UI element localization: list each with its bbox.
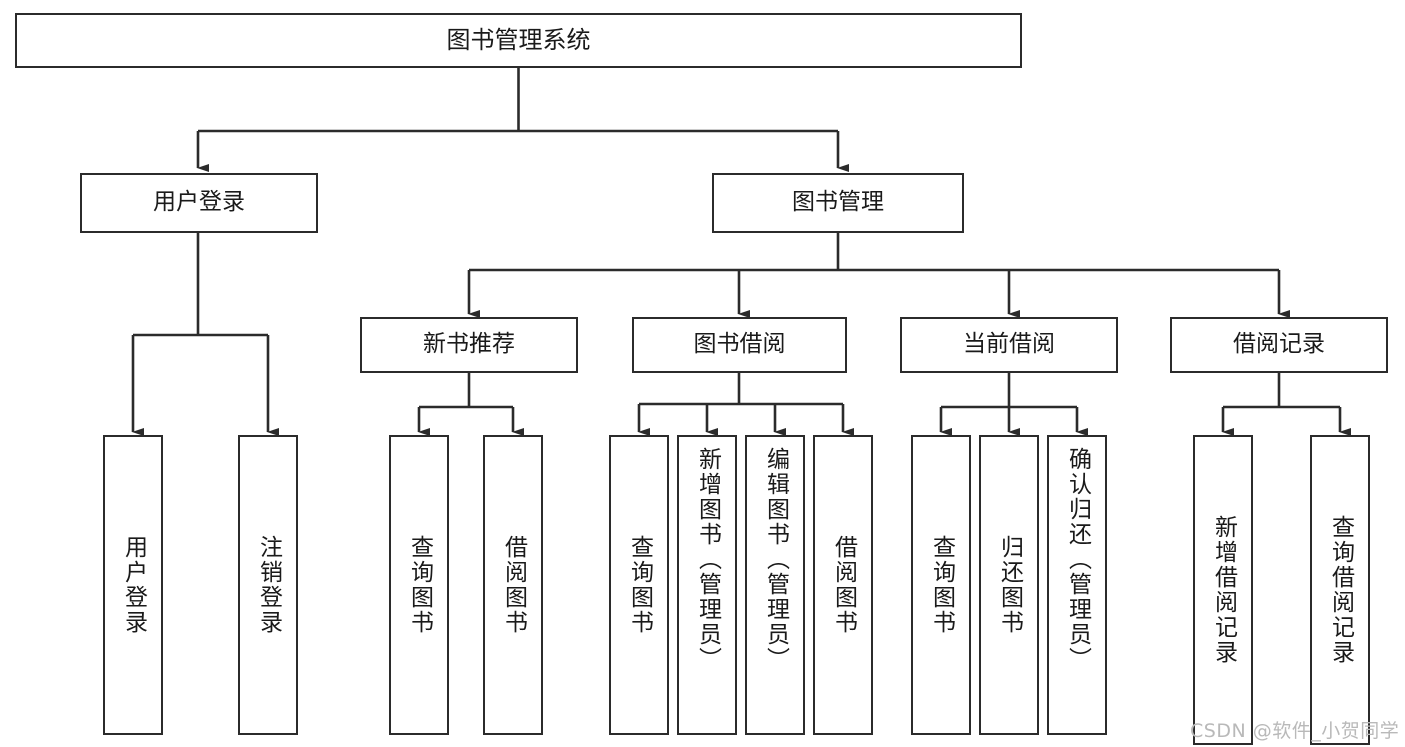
node-label: 图书管理系统 xyxy=(446,26,591,55)
node-label: 用户登录 xyxy=(153,189,245,216)
node-label: 新书推荐 xyxy=(423,331,515,358)
node-new-book-recommend[interactable]: 新书推荐 xyxy=(360,317,578,373)
node-label: 注销登录 xyxy=(255,535,282,635)
leaf-borrow-book[interactable]: 借阅图书 xyxy=(813,435,873,735)
node-user-login[interactable]: 用户登录 xyxy=(80,173,318,233)
node-label: 查询图书 xyxy=(406,535,433,635)
node-book-management[interactable]: 图书管理 xyxy=(712,173,964,233)
node-label: 归还图书 xyxy=(996,535,1023,635)
leaf-return-book[interactable]: 归还图书 xyxy=(979,435,1039,735)
node-label: 当前借阅 xyxy=(963,331,1055,358)
node-borrow-record[interactable]: 借阅记录 xyxy=(1170,317,1388,373)
leaf-confirm-return-admin[interactable]: 确认归还（管理员） xyxy=(1047,435,1107,735)
node-label: 查询图书 xyxy=(626,535,653,635)
leaf-query-book-borrow[interactable]: 查询图书 xyxy=(609,435,669,735)
leaf-add-borrow-record[interactable]: 新增借阅记录 xyxy=(1193,435,1253,745)
node-label: 用户登录 xyxy=(120,535,147,635)
leaf-user-login[interactable]: 用户登录 xyxy=(103,435,163,735)
node-root-book-management-system[interactable]: 图书管理系统 xyxy=(15,13,1022,68)
node-label: 确认归还（管理员） xyxy=(1064,447,1091,672)
leaf-query-book-current[interactable]: 查询图书 xyxy=(911,435,971,735)
node-label: 图书管理 xyxy=(792,189,884,216)
node-label: 查询图书 xyxy=(928,535,955,635)
node-label: 查询借阅记录 xyxy=(1327,515,1354,665)
node-label: 新增图书（管理员） xyxy=(694,447,721,672)
leaf-borrow-book-recommend[interactable]: 借阅图书 xyxy=(483,435,543,735)
node-label: 新增借阅记录 xyxy=(1210,515,1237,665)
node-current-borrow[interactable]: 当前借阅 xyxy=(900,317,1118,373)
node-label: 借阅图书 xyxy=(500,535,527,635)
leaf-edit-book-admin[interactable]: 编辑图书（管理员） xyxy=(745,435,805,735)
node-book-borrow[interactable]: 图书借阅 xyxy=(632,317,847,373)
leaf-add-book-admin[interactable]: 新增图书（管理员） xyxy=(677,435,737,735)
leaf-logout-login[interactable]: 注销登录 xyxy=(238,435,298,735)
node-label: 编辑图书（管理员） xyxy=(762,447,789,672)
leaf-query-borrow-record[interactable]: 查询借阅记录 xyxy=(1310,435,1370,745)
node-label: 图书借阅 xyxy=(693,331,786,358)
leaf-query-book-recommend[interactable]: 查询图书 xyxy=(389,435,449,735)
node-label: 借阅图书 xyxy=(830,535,857,635)
node-label: 借阅记录 xyxy=(1233,331,1325,358)
